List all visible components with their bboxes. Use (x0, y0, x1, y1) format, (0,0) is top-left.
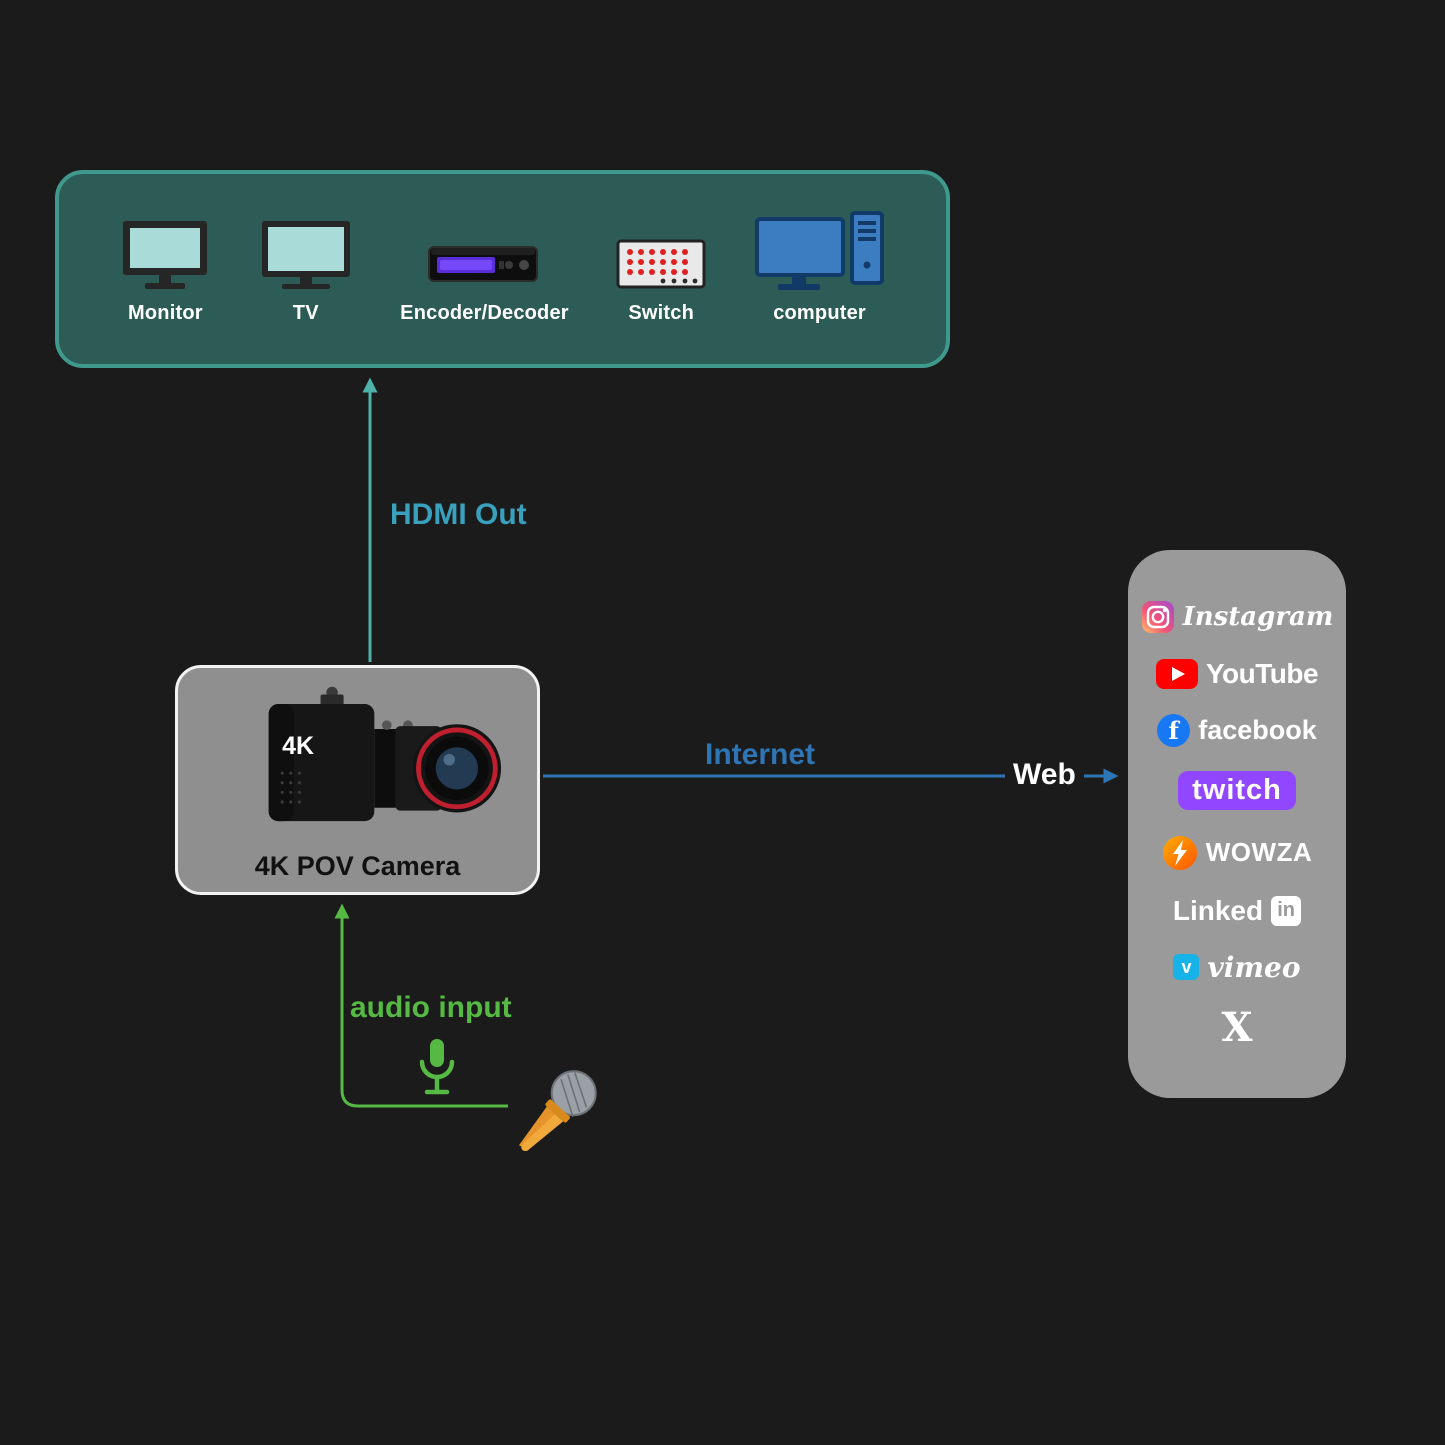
platform-instagram: Instagram (1141, 600, 1334, 634)
platform-vimeo: v vimeo (1173, 950, 1301, 984)
output-devices-panel: Monitor TV (55, 170, 950, 368)
twitch-logo: twitch (1178, 771, 1296, 811)
device-tv: TV (258, 213, 354, 325)
platform-label: Linked (1172, 894, 1264, 926)
platform-label: WOWZA (1205, 837, 1313, 868)
device-label: computer (773, 302, 866, 324)
device-computer: computer (754, 211, 886, 325)
platform-label: vimeo (1207, 950, 1301, 984)
facebook-icon: f (1157, 714, 1191, 748)
platform-wowza: WOWZA (1162, 835, 1312, 871)
audio-input-label: audio input (350, 991, 512, 1024)
computer-icon (754, 211, 886, 293)
internet-label: Internet (705, 738, 816, 771)
device-label: Monitor (128, 302, 203, 324)
monitor-icon (119, 213, 211, 293)
x-logo: X (1221, 1003, 1253, 1051)
camera-4k-badge: 4K (282, 732, 314, 760)
platform-label: Instagram (1182, 602, 1334, 633)
device-label: Switch (628, 302, 694, 324)
camera-panel: 4K 4K POV Camera (175, 665, 540, 895)
microphone-icon (419, 1039, 455, 1095)
camera-illustration: 4K (268, 686, 501, 822)
encoder-decoder-icon (425, 213, 543, 293)
platform-facebook: f facebook (1157, 714, 1317, 748)
device-label: TV (292, 302, 319, 324)
wowza-icon (1162, 835, 1197, 870)
platform-label: facebook (1198, 715, 1317, 746)
platform-x: X (1221, 1003, 1253, 1051)
device-monitor: Monitor (119, 213, 211, 325)
instagram-icon (1141, 601, 1174, 634)
camera-label: 4K POV Camera (254, 851, 461, 881)
vimeo-icon: v (1173, 954, 1200, 981)
device-encoder-decoder: Encoder/Decoder (400, 213, 569, 325)
youtube-icon (1155, 659, 1198, 690)
platform-label: YouTube (1205, 658, 1319, 690)
platforms-panel: Instagram YouTube f facebook twitch (1128, 550, 1346, 1098)
device-switch: Switch (615, 213, 707, 325)
platform-linkedin: Linked in (1172, 894, 1302, 927)
tv-icon (258, 213, 354, 293)
hdmi-out-label: HDMI Out (390, 498, 527, 531)
platform-twitch: twitch (1178, 771, 1296, 811)
switch-icon (615, 213, 707, 293)
web-label: Web (1005, 758, 1084, 792)
platform-youtube: YouTube (1155, 658, 1319, 690)
device-label: Encoder/Decoder (400, 302, 569, 324)
handheld-mic-icon (519, 1070, 597, 1152)
linkedin-in-icon: in (1271, 895, 1302, 926)
